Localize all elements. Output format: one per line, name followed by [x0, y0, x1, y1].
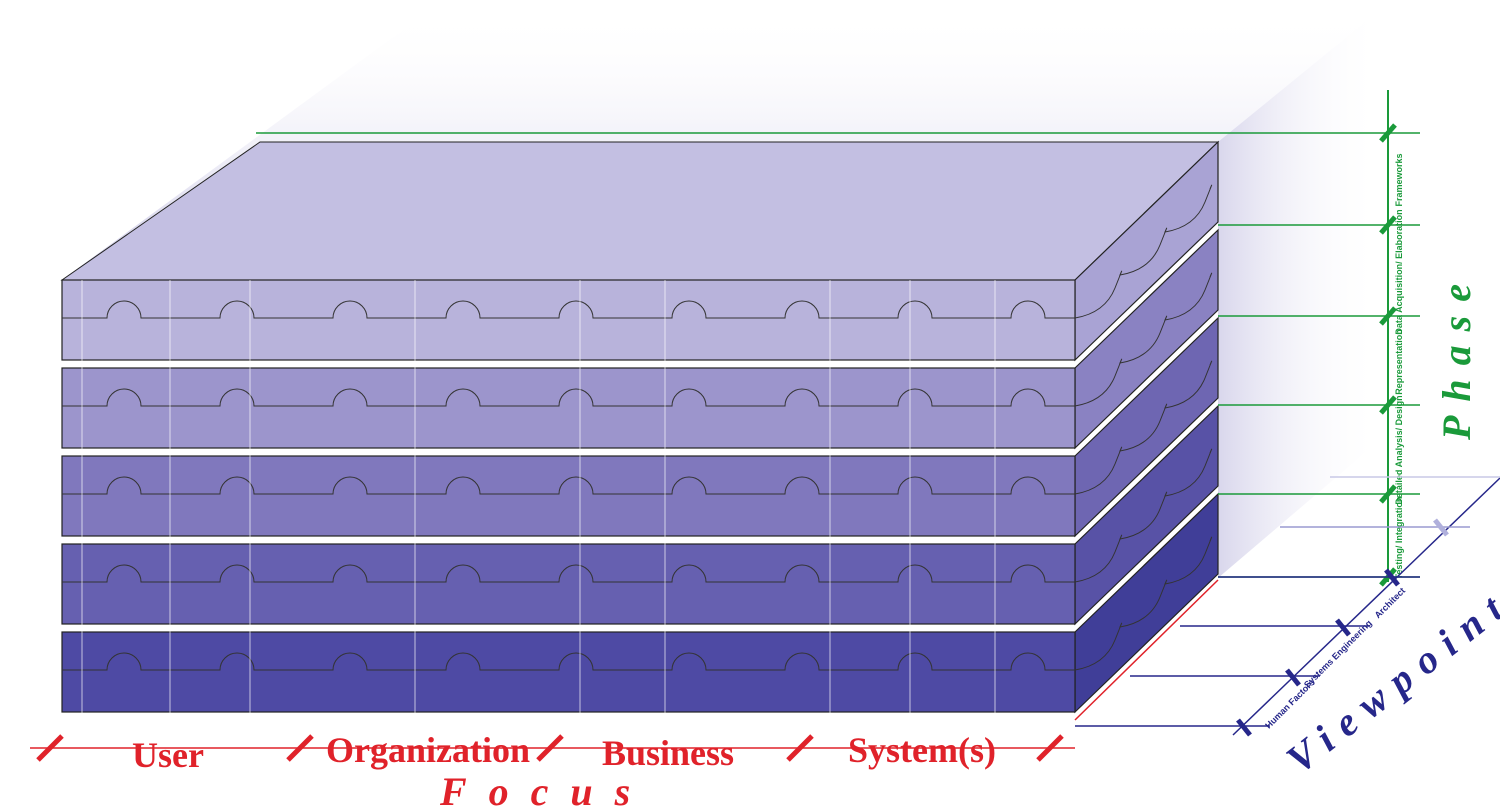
phase-data-acquisition: Data Acquisition/ Elaboration — [1394, 209, 1404, 334]
phase-slab — [61, 404, 1219, 626]
phase-axis: Frameworks Data Acquisition/ Elaboration… — [256, 90, 1479, 587]
phase-tick — [1379, 484, 1397, 504]
focus-title: Focus — [439, 769, 652, 810]
viewpoint-architect: Architect — [1373, 586, 1408, 621]
phase-slab — [61, 492, 1219, 714]
phase-tick — [1379, 123, 1397, 143]
phase-tick — [1379, 395, 1397, 415]
phase-tick — [1379, 306, 1397, 326]
slabs — [60, 140, 1220, 714]
ghost-side — [1218, 10, 1380, 578]
phase-detailed-analysis: Detailed Analysis/ Design — [1394, 395, 1404, 504]
phase-frameworks: Frameworks — [1394, 153, 1404, 206]
focus-tick — [786, 734, 814, 762]
focus-tick — [36, 734, 64, 762]
focus-axis: User Organization Business System(s) Foc… — [30, 579, 1219, 810]
column-lines — [81, 280, 996, 720]
phase-representation: Representation — [1394, 329, 1404, 395]
focus-organization: Organization — [326, 730, 530, 770]
phase-tick — [1379, 215, 1397, 235]
focus-tick — [536, 734, 564, 762]
phase-slab — [61, 316, 1219, 538]
phase-title: Phase — [1434, 270, 1479, 441]
ghost-top — [62, 10, 1380, 280]
phase-testing: Testing/ Integration — [1394, 497, 1404, 580]
focus-systems: System(s) — [848, 730, 996, 770]
phase-slab — [60, 140, 1220, 362]
focus-user: User — [132, 735, 204, 775]
focus-tick — [286, 734, 314, 762]
focus-business: Business — [602, 733, 734, 773]
focus-tick — [1036, 734, 1064, 762]
phase-slab — [61, 228, 1219, 450]
